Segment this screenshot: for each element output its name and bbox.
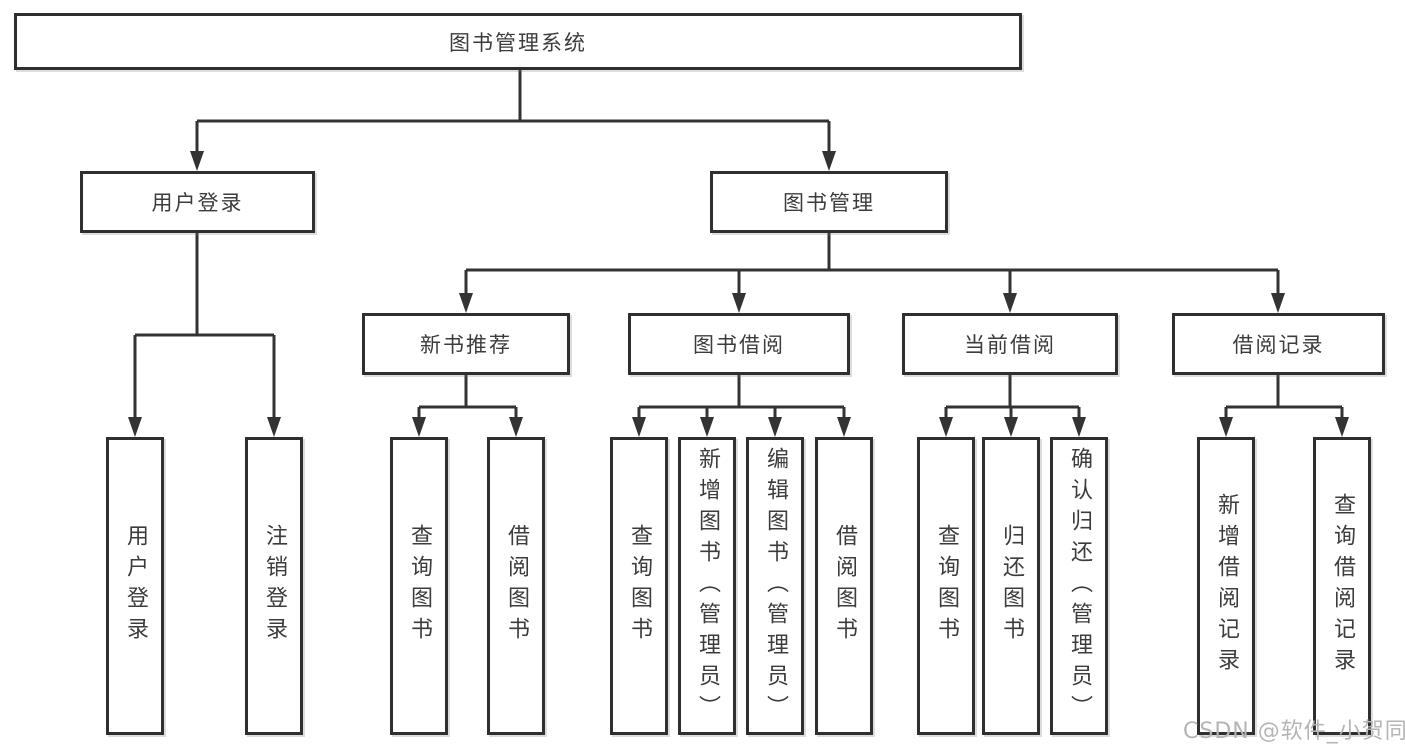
leaf-query-borrow-record: 查询借阅记录: [1313, 437, 1371, 735]
node-book-management: 图书管理: [710, 171, 948, 233]
leaf-label: 查询图书: [627, 524, 652, 648]
leaf-label: 归还图书: [999, 524, 1024, 648]
leaf-edit-books-admin: 编辑图书（管理员）: [746, 437, 804, 735]
leaf-label: 查询借阅记录: [1330, 493, 1355, 679]
leaf-add-books-admin: 新增图书（管理员）: [678, 437, 736, 735]
leaf-label: 新增借阅记录: [1214, 493, 1239, 679]
node-new-book-recommend: 新书推荐: [362, 313, 570, 375]
leaf-label: 注销登录: [262, 524, 287, 648]
leaf-label: 用户登录: [123, 524, 148, 648]
leaf-borrow-books: 借阅图书: [487, 437, 545, 735]
leaf-user-login: 用户登录: [106, 437, 164, 735]
node-label: 图书管理: [783, 191, 875, 215]
node-book-borrow: 图书借阅: [628, 313, 850, 375]
leaf-label: 查询图书: [934, 524, 959, 648]
leaf-label: 新增图书（管理员）: [695, 446, 720, 726]
leaf-logout: 注销登录: [245, 437, 303, 735]
leaf-borrow-books: 借阅图书: [815, 437, 873, 735]
arrowhead-icons: [128, 151, 1349, 437]
node-current-borrow: 当前借阅: [902, 313, 1118, 375]
leaf-confirm-return-admin: 确认归还（管理员）: [1050, 437, 1108, 735]
node-label: 用户登录: [151, 191, 244, 215]
leaf-label: 借阅图书: [504, 524, 529, 648]
leaf-add-borrow-record: 新增借阅记录: [1197, 437, 1255, 735]
node-borrow-record: 借阅记录: [1172, 313, 1385, 375]
leaf-label: 借阅图书: [832, 524, 857, 648]
csdn-watermark: CSDN @软件_小贺同学: [1183, 719, 1405, 744]
leaf-label: 确认归还（管理员）: [1067, 446, 1092, 726]
node-label: 借阅记录: [1232, 333, 1325, 357]
leaf-query-books: 查询图书: [390, 437, 448, 735]
node-label: 当前借阅: [964, 333, 1056, 357]
leaf-query-books: 查询图书: [917, 437, 975, 735]
node-label: 图书借阅: [693, 333, 785, 357]
node-user-login: 用户登录: [80, 171, 315, 233]
leaf-label: 编辑图书（管理员）: [763, 446, 788, 726]
leaf-label: 查询图书: [407, 524, 432, 648]
node-label: 图书管理系统: [449, 30, 587, 55]
node-library-system: 图书管理系统: [14, 13, 1022, 70]
node-label: 新书推荐: [420, 333, 512, 357]
leaf-query-books: 查询图书: [610, 437, 668, 735]
leaf-return-books: 归还图书: [982, 437, 1040, 735]
